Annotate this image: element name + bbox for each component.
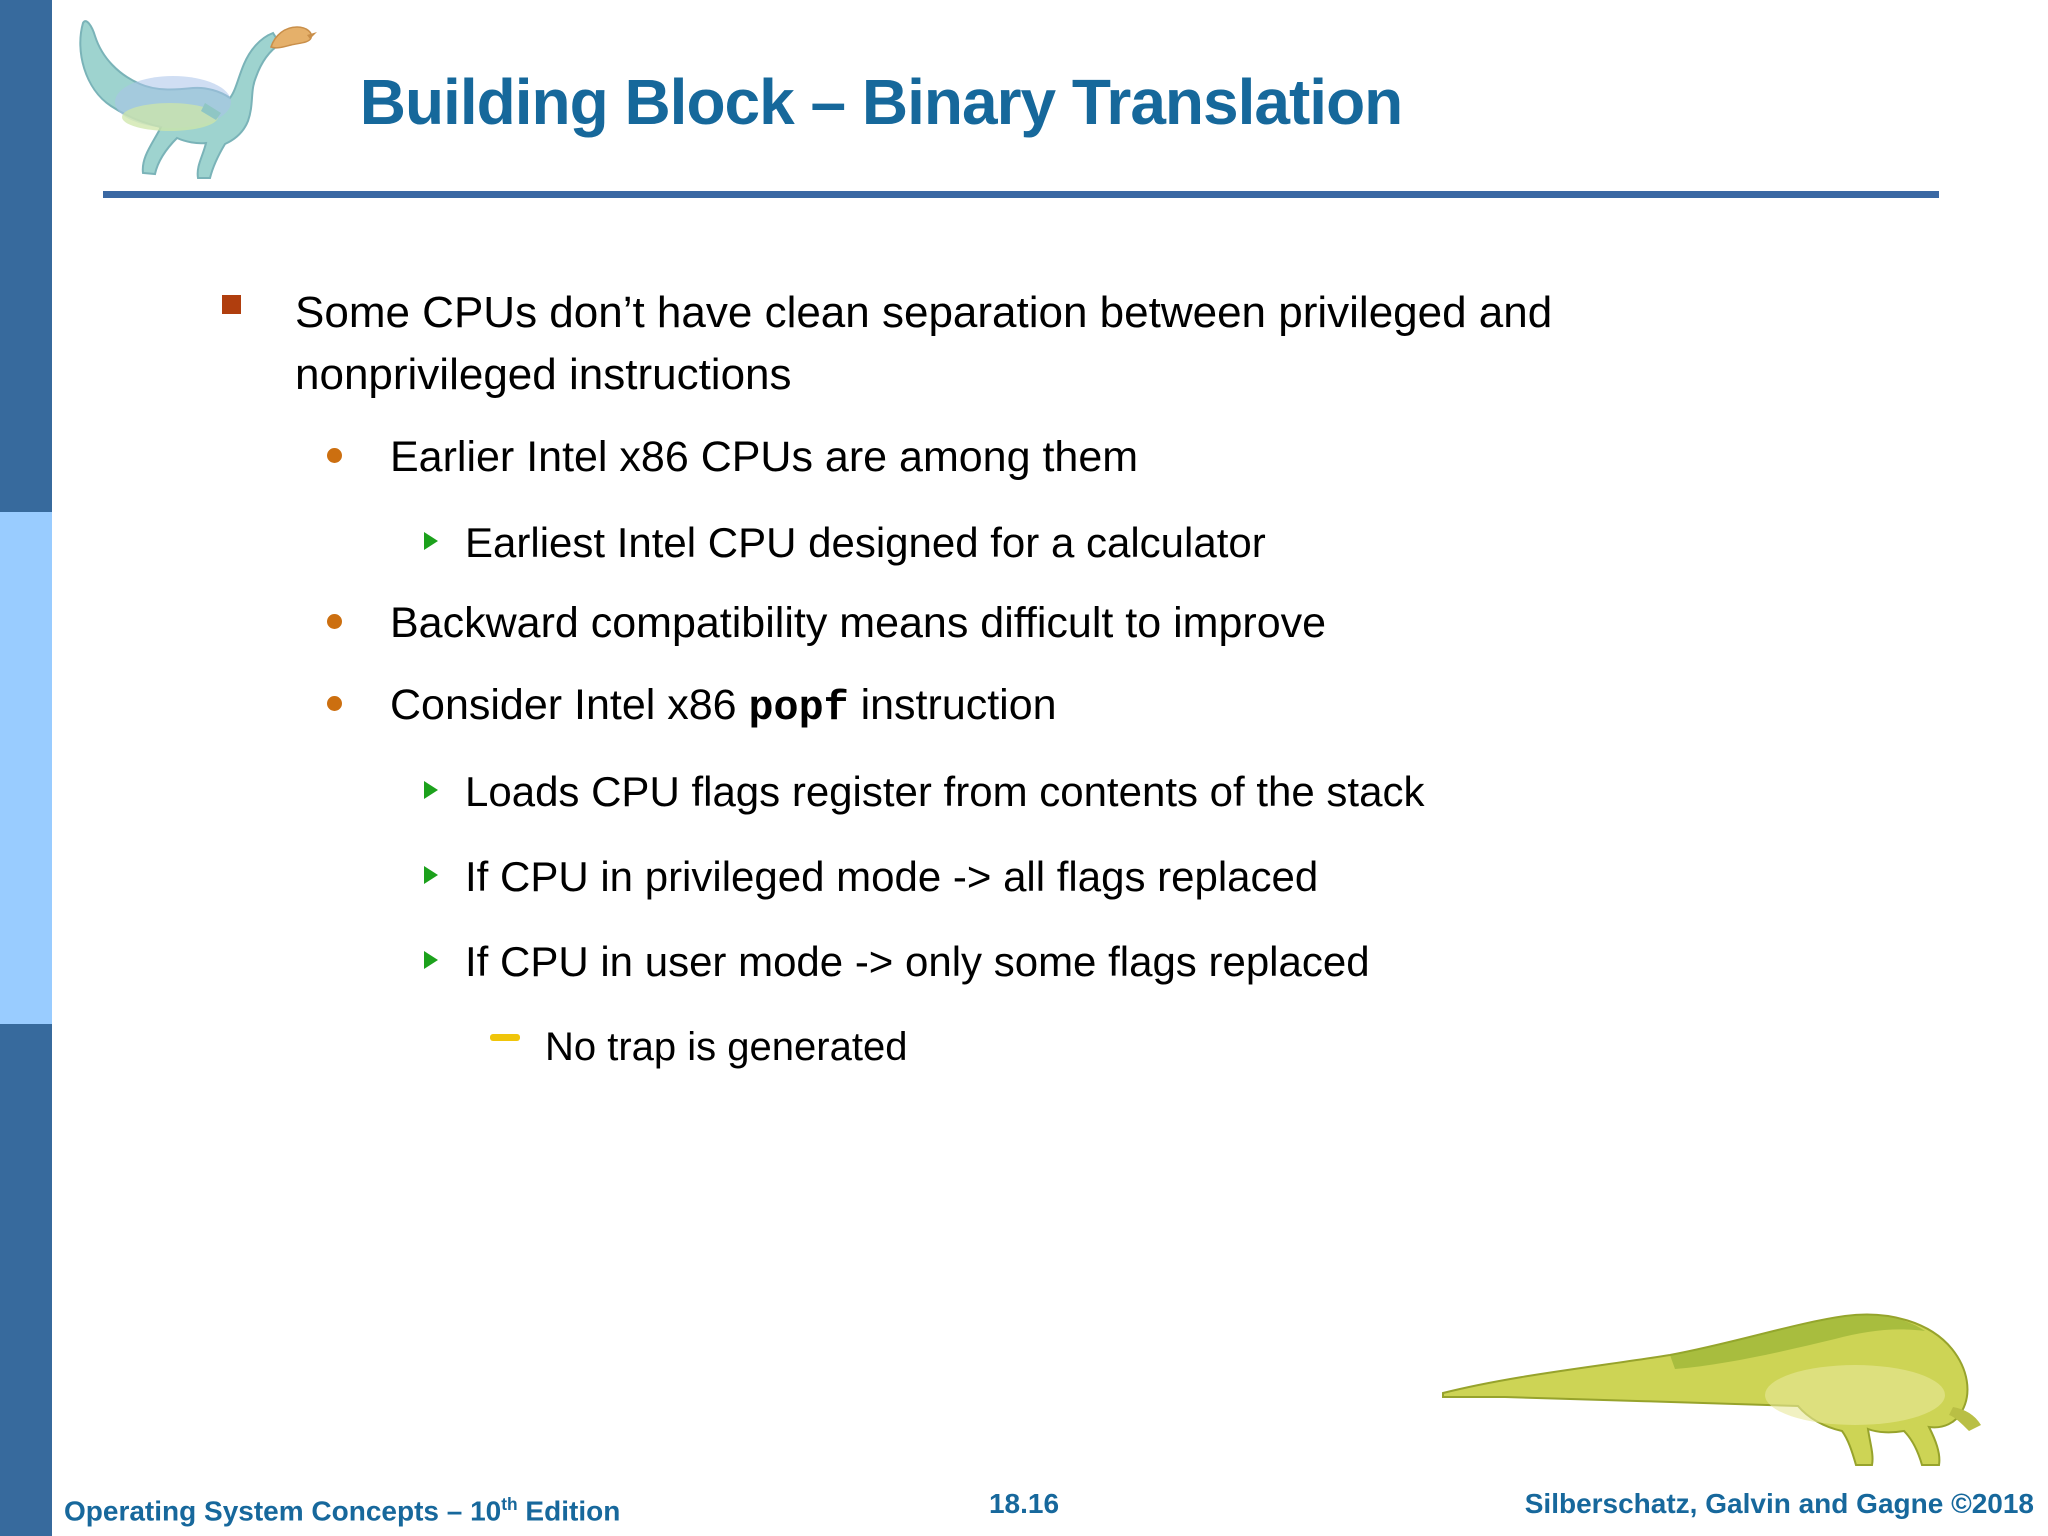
bullet-text-post: instruction bbox=[848, 681, 1057, 729]
bullet-item-level2: Consider Intel x86 popf instruction bbox=[327, 677, 1057, 736]
dinosaur-icon bbox=[79, 20, 317, 179]
arrow-bullet-icon bbox=[424, 866, 438, 884]
footer-book-title: Operating System Concepts – 10th Edition bbox=[64, 1487, 620, 1528]
bullet-item-level3: Loads CPU flags register from contents o… bbox=[424, 765, 1424, 819]
arrow-bullet-icon bbox=[424, 532, 438, 550]
footer-edition-superscript: th bbox=[501, 1494, 518, 1514]
circle-bullet-icon bbox=[327, 614, 342, 629]
bullet-item-level3: If CPU in privileged mode -> all flags r… bbox=[424, 850, 1318, 904]
bullet-item-level3: Earliest Intel CPU designed for a calcul… bbox=[424, 516, 1266, 570]
bullet-text: Loads CPU flags register from contents o… bbox=[465, 768, 1425, 815]
arrow-bullet-icon bbox=[424, 951, 438, 969]
bullet-item-level2: Earlier Intel x86 CPUs are among them bbox=[327, 429, 1138, 485]
bullet-text: Consider Intel x86 popf instruction bbox=[390, 677, 1057, 736]
sidebar-band-top bbox=[0, 0, 52, 512]
page-title: Building Block – Binary Translation bbox=[359, 66, 1404, 138]
bullet-text-pre: Consider Intel x86 bbox=[390, 681, 749, 729]
sidebar-band-bottom bbox=[0, 1024, 52, 1536]
bullet-item-level2: Backward compatibility means difficult t… bbox=[327, 595, 1326, 651]
inline-code-popf: popf bbox=[748, 684, 849, 732]
footer-edition-text: Edition bbox=[517, 1495, 621, 1527]
circle-bullet-icon bbox=[327, 696, 342, 711]
dinosaur-icon bbox=[1442, 1313, 1981, 1466]
bullet-text: Earlier Intel x86 CPUs are among them bbox=[390, 433, 1139, 481]
title-underline bbox=[103, 191, 1939, 198]
bullet-item-level3: If CPU in user mode -> only some flags r… bbox=[424, 935, 1370, 989]
footer-book-title-text: Operating System Concepts – 10 bbox=[64, 1495, 502, 1527]
arrow-bullet-icon bbox=[424, 781, 438, 799]
bullet-text: If CPU in privileged mode -> all flags r… bbox=[465, 853, 1319, 900]
sidebar-band-middle bbox=[0, 512, 52, 1024]
bullet-text: Backward compatibility means difficult t… bbox=[390, 599, 1327, 647]
bullet-text: Earliest Intel CPU designed for a calcul… bbox=[465, 519, 1266, 566]
bullet-item-level4: No trap is generated bbox=[490, 1021, 907, 1073]
square-bullet-icon bbox=[222, 295, 241, 314]
bullet-text: Some CPUs don’t have clean separation be… bbox=[295, 288, 1553, 399]
bullet-text: If CPU in user mode -> only some flags r… bbox=[465, 938, 1370, 985]
dash-bullet-icon bbox=[490, 1034, 520, 1041]
footer-authors: Silberschatz, Galvin and Gagne ©2018 bbox=[1524, 1488, 2034, 1519]
page-number: 18.16 bbox=[988, 1488, 1060, 1519]
circle-bullet-icon bbox=[327, 448, 342, 463]
bullet-text: No trap is generated bbox=[545, 1025, 908, 1069]
bullet-item-level1: Some CPUs don’t have clean separation be… bbox=[222, 282, 1775, 406]
